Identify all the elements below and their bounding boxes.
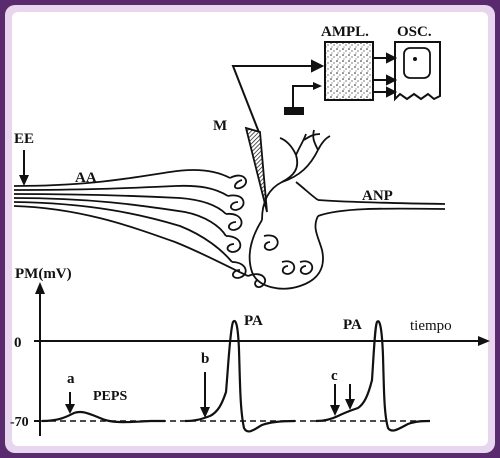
amplifier-box bbox=[324, 41, 374, 101]
trace-a-label: a bbox=[67, 371, 75, 387]
trace-b-label: b bbox=[201, 351, 209, 367]
signal-arrows bbox=[373, 52, 398, 98]
zero-tick-label: 0 bbox=[14, 335, 22, 351]
trace-c-label: c bbox=[331, 368, 338, 384]
pm-axis-label: PM(mV) bbox=[15, 266, 72, 282]
anp-label: ANP bbox=[362, 188, 393, 204]
ee-label: EE bbox=[14, 131, 34, 147]
stimulus-arrow-icon bbox=[19, 150, 29, 186]
electrode-lead bbox=[231, 59, 325, 136]
peps-label: PEPS bbox=[93, 389, 127, 404]
minus70-tick-label: -70 bbox=[10, 415, 29, 430]
ground-symbol-icon bbox=[284, 82, 322, 115]
microelectrode-icon bbox=[244, 126, 268, 213]
paper bbox=[12, 12, 488, 446]
tiempo-axis-label: tiempo bbox=[410, 318, 452, 334]
pa-label-c: PA bbox=[343, 317, 362, 333]
neuron-drawing bbox=[13, 129, 446, 290]
m-label: M bbox=[213, 118, 227, 134]
oscilloscope-box bbox=[394, 41, 441, 102]
potential-graph bbox=[34, 282, 490, 436]
ampl-label: AMPL. bbox=[321, 24, 369, 40]
pa-label-b: PA bbox=[244, 313, 263, 329]
osc-label: OSC. bbox=[397, 24, 432, 40]
aa-label: AA bbox=[75, 170, 97, 186]
